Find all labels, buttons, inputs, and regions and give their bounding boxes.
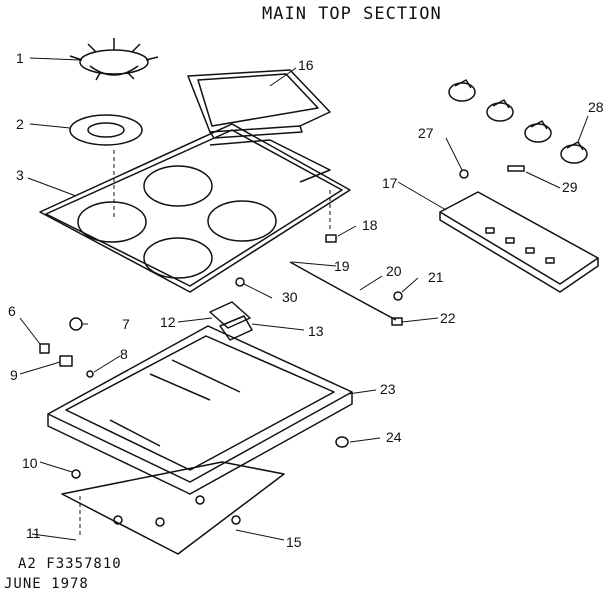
callout-16: 16 bbox=[298, 57, 314, 73]
part-drip-ring bbox=[69, 114, 143, 146]
callout-24: 24 bbox=[386, 429, 402, 445]
part-nut-7 bbox=[69, 317, 83, 331]
callout-21: 21 bbox=[428, 269, 444, 285]
callout-11: 11 bbox=[26, 525, 41, 541]
callout-23: 23 bbox=[380, 381, 396, 397]
part-wire-harness bbox=[289, 261, 397, 321]
callout-1: 1 bbox=[16, 50, 24, 66]
callout-10: 10 bbox=[22, 455, 38, 471]
callout-9: 9 bbox=[10, 367, 18, 383]
drawing-number: A2 F3357810 bbox=[18, 556, 122, 572]
part-9 bbox=[59, 355, 73, 367]
part-screw-27 bbox=[459, 169, 469, 179]
callout-29: 29 bbox=[562, 179, 578, 195]
part-clip bbox=[325, 234, 337, 243]
part-screw-8 bbox=[86, 370, 94, 378]
part-bottom-cover bbox=[61, 461, 285, 555]
callout-17: 17 bbox=[382, 175, 398, 191]
callout-15: 15 bbox=[286, 534, 302, 550]
callout-12: 12 bbox=[160, 314, 176, 330]
part-clip-29 bbox=[507, 165, 525, 172]
callout-3: 3 bbox=[16, 167, 24, 183]
part-knobs bbox=[448, 79, 588, 164]
callout-8: 8 bbox=[120, 346, 128, 362]
callout-20: 20 bbox=[386, 263, 402, 279]
callout-7: 7 bbox=[122, 316, 130, 332]
callout-18: 18 bbox=[362, 217, 378, 233]
part-control-panel bbox=[439, 191, 599, 293]
part-body-pan bbox=[47, 325, 353, 495]
callout-27: 27 bbox=[418, 125, 434, 141]
part-screw-21 bbox=[393, 291, 403, 301]
part-foot bbox=[335, 436, 349, 448]
part-burner-spreader bbox=[69, 38, 159, 81]
part-6 bbox=[39, 343, 50, 354]
part-bracket bbox=[209, 301, 253, 341]
callout-labels: 1 2 3 6 7 8 9 10 11 12 13 15 16 17 18 19… bbox=[8, 50, 604, 550]
leader-lines bbox=[19, 57, 589, 541]
callout-19: 19 bbox=[334, 258, 350, 274]
callout-13: 13 bbox=[308, 323, 324, 339]
part-screw-10 bbox=[71, 469, 81, 479]
callout-28: 28 bbox=[588, 99, 604, 115]
callout-22: 22 bbox=[440, 310, 456, 326]
callout-2: 2 bbox=[16, 116, 24, 132]
callout-30: 30 bbox=[282, 289, 298, 305]
drawing-date: JUNE 1978 bbox=[4, 576, 89, 592]
part-screw-30 bbox=[235, 277, 245, 287]
part-vent-trim bbox=[187, 69, 331, 139]
callout-6: 6 bbox=[8, 303, 16, 319]
part-main-top bbox=[39, 123, 351, 293]
diagram-title: MAIN TOP SECTION bbox=[262, 4, 442, 24]
